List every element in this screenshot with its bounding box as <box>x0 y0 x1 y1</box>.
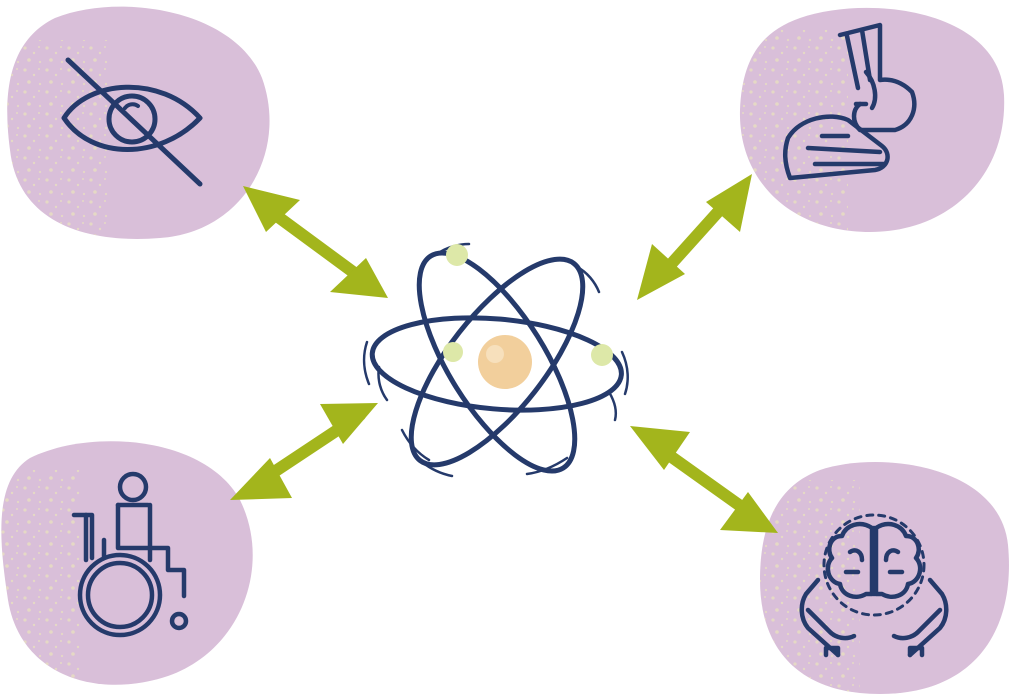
node-bottom-right-blob <box>760 462 1009 694</box>
eye-slash-icon <box>61 57 203 187</box>
orbit-diagonal-b <box>408 256 586 468</box>
sign-language-icon <box>783 22 917 181</box>
brain-in-hands-icon <box>799 513 949 658</box>
electrons <box>443 244 613 366</box>
node-top-right-blob <box>739 7 1005 232</box>
wheelchair-icon <box>71 471 189 638</box>
arrow-center-to-top-left <box>243 186 388 298</box>
orbit-horizontal <box>369 315 624 413</box>
arrow-center-to-bottom-left <box>230 403 378 500</box>
nucleus <box>478 335 532 389</box>
arrow-center-to-bottom-right <box>630 426 778 533</box>
atom-icon <box>362 242 629 478</box>
orbit-diagonal-a <box>416 250 578 474</box>
arrow-center-to-top-right <box>637 174 752 300</box>
